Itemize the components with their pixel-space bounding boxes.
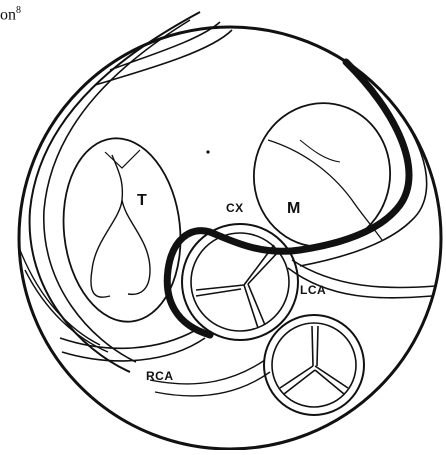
mitral-leaflet-line-2 <box>300 140 340 162</box>
left-vessel-inner <box>44 20 190 362</box>
tricuspid-leaflet-top <box>105 150 140 168</box>
label-mitral: M <box>287 200 300 217</box>
label-right-coronary: RCA <box>146 369 174 383</box>
caption-superscript: 8 <box>16 5 21 16</box>
mitral-valve <box>243 92 402 257</box>
left-branch-a <box>20 250 100 345</box>
tricuspid-leaflet-line <box>91 155 150 297</box>
caption-text: on <box>0 6 16 23</box>
label-circumflex: CX <box>226 201 244 215</box>
aortic-valve-ring-inner <box>191 233 289 331</box>
left-vessel-outer <box>30 12 200 372</box>
center-dot <box>206 150 209 153</box>
pulmonary-valve-ring-outer <box>264 315 364 415</box>
mitral-leaflet-line <box>268 140 382 240</box>
label-tricuspid: T <box>137 192 147 209</box>
pulmonary-valve-leaflets <box>280 326 348 394</box>
caption-fragment: on8 <box>0 0 21 26</box>
aortic-valve-leaflets <box>196 245 280 328</box>
label-left-coronary: LCA <box>300 283 326 297</box>
